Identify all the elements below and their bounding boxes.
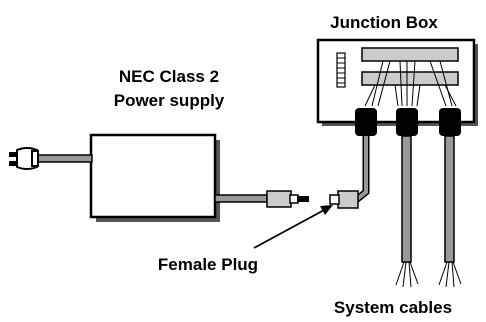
internal-wires [364, 60, 457, 107]
upper-connector-bar [361, 47, 459, 62]
output-cable [214, 194, 268, 203]
input-cable [37, 154, 93, 163]
female-plug-icon [329, 190, 359, 209]
male-plug-icon [266, 190, 309, 208]
system-cables-label: System cables [334, 298, 452, 317]
terminal-strip [336, 52, 346, 88]
ac-plug-icon [9, 147, 39, 170]
female-plug-pointer [253, 205, 333, 249]
power-supply-label-line2: Power supply [114, 91, 225, 110]
power-supply-label-line1: NEC Class 2 [119, 67, 219, 86]
female-plug-label: Female Plug [158, 255, 258, 274]
junction-box [316, 38, 478, 136]
system-cables [353, 135, 462, 288]
cable-gland-icon [355, 108, 461, 136]
junction-box-label: Junction Box [330, 13, 438, 32]
power-supply-icon [89, 133, 220, 222]
